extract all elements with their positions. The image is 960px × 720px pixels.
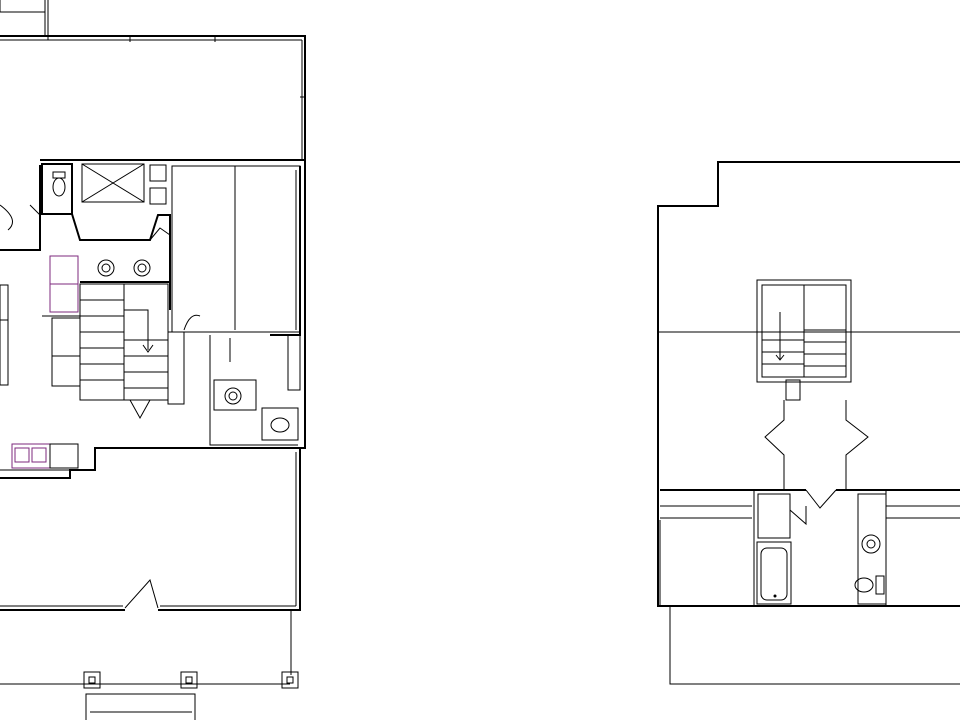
porch-post-icon (281, 671, 299, 689)
walk-in-closet (171, 165, 301, 336)
sink-icon (861, 534, 881, 554)
shower-stall (81, 163, 167, 205)
toilet-icon (261, 407, 299, 441)
main-floor-plan (0, 0, 306, 720)
porch-post-icon (83, 671, 101, 689)
door-swing-icon (124, 578, 159, 609)
stair-icon (756, 279, 852, 383)
door-swing-icon (805, 489, 837, 509)
shower-icon (81, 163, 145, 203)
rear-deck (0, 0, 306, 160)
double-vanity (97, 259, 151, 277)
bedroom-walls (659, 489, 960, 606)
bath-walls (71, 213, 171, 310)
sink-icon (133, 259, 151, 277)
door-swing-icon (0, 204, 13, 231)
side-door (0, 204, 41, 231)
front-porch (0, 610, 299, 720)
sink-icon (97, 259, 115, 277)
upper-staircase (756, 279, 852, 401)
roof-outline (657, 161, 960, 685)
porch-post-icon (180, 671, 198, 689)
toilet-icon (854, 575, 885, 595)
powder-bath (41, 163, 73, 215)
upper-floor-plan (657, 161, 960, 685)
laundry-room (209, 334, 301, 446)
upper-hall (764, 400, 869, 509)
main-staircase (79, 283, 201, 420)
front-door (124, 578, 159, 609)
bathtub-icon (756, 541, 792, 605)
toilet-icon (52, 171, 66, 197)
exterior-walls (0, 159, 306, 611)
sink-icon (224, 387, 242, 405)
upper-bath (756, 493, 887, 605)
